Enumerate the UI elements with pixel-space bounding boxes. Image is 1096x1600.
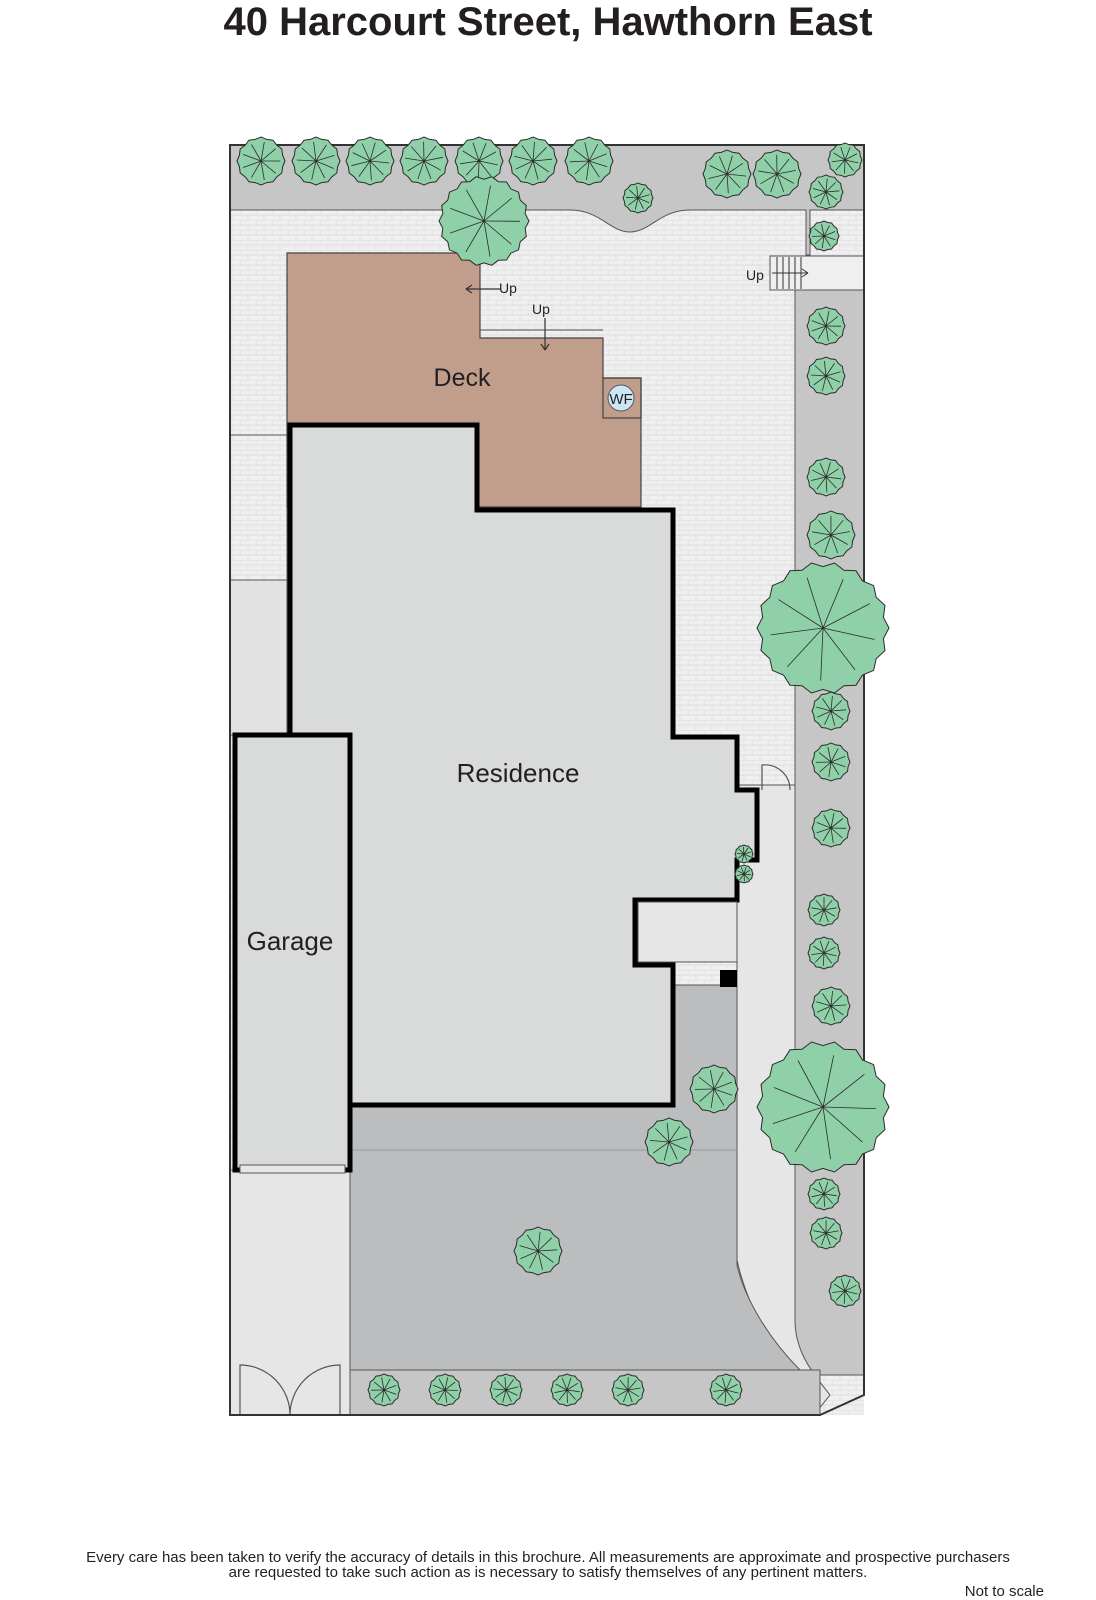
- tree-icon: [564, 136, 614, 186]
- disclaimer-line-2: are requested to take such action as is …: [228, 1564, 868, 1581]
- tree-icon: [709, 1373, 743, 1407]
- tree-icon: [734, 844, 754, 864]
- side-stairs: [772, 257, 809, 289]
- tree-icon: [399, 136, 449, 186]
- tree-icon: [806, 457, 846, 497]
- left-walkway-upper: [229, 434, 288, 581]
- tree-icon: [345, 136, 395, 186]
- front-garden-bed: [349, 1369, 821, 1416]
- tree-icon: [438, 176, 530, 266]
- site-boundary: [229, 144, 865, 1416]
- page-title: 40 Harcourt Street, Hawthorn East: [223, 0, 873, 44]
- deck-step-arrow-1: [465, 284, 500, 294]
- tree-icon: [489, 1373, 523, 1407]
- side-door: [761, 764, 791, 791]
- garage-label: Garage: [247, 926, 334, 956]
- tree-icon: [811, 986, 851, 1026]
- wf-box: [602, 377, 642, 419]
- trees-group: [236, 136, 890, 1407]
- tree-icon: [827, 142, 863, 178]
- tree-icon: [622, 182, 654, 214]
- meter-box: [720, 970, 737, 987]
- tree-icon: [291, 136, 341, 186]
- tree-icon: [811, 691, 851, 731]
- tree-icon: [644, 1117, 694, 1167]
- tree-icon: [508, 136, 558, 186]
- wf-label: WF: [609, 391, 632, 408]
- up-label-deck-1: Up: [499, 280, 517, 296]
- not-to-scale-note: Not to scale: [964, 1583, 1044, 1600]
- tree-icon: [806, 356, 846, 396]
- tree-icon: [734, 864, 754, 884]
- tree-icon: [513, 1226, 563, 1276]
- garage-building: [232, 732, 353, 1173]
- deck-label: Deck: [434, 364, 491, 392]
- tree-icon: [811, 742, 851, 782]
- tree-icon: [808, 220, 840, 252]
- tree-icon: [236, 136, 286, 186]
- front-yard: [349, 984, 802, 1371]
- wf-icon: [607, 384, 635, 412]
- tree-icon: [550, 1373, 584, 1407]
- porch: [637, 901, 738, 963]
- deck-step-arrow-2: [540, 318, 550, 351]
- tree-icon: [367, 1373, 401, 1407]
- up-label-deck-2: Up: [532, 301, 550, 317]
- tree-icon: [807, 936, 841, 970]
- tree-icon: [454, 136, 504, 186]
- disclaimer-line-1: Every care has been taken to verify the …: [86, 1549, 1010, 1566]
- up-label-side: Up: [746, 267, 764, 283]
- tree-icon: [756, 1041, 890, 1173]
- tree-icon: [806, 306, 846, 346]
- tree-icon: [689, 1064, 739, 1114]
- garage-apron: [229, 1169, 351, 1416]
- tree-icon: [811, 808, 851, 848]
- tree-icon: [828, 1274, 862, 1308]
- tree-icon: [807, 893, 841, 927]
- tree-icon: [702, 149, 752, 199]
- tree-icon: [428, 1373, 462, 1407]
- tree-icon: [752, 149, 802, 199]
- tree-icon: [756, 562, 890, 694]
- garage-gate: [239, 1364, 341, 1416]
- tree-icon: [808, 174, 844, 210]
- disclaimer: Every care has been taken to verify the …: [0, 1550, 1096, 1580]
- residence-label: Residence: [457, 758, 580, 788]
- tree-icon: [807, 1177, 841, 1211]
- garage-door: [239, 1164, 346, 1174]
- tree-icon: [611, 1373, 645, 1407]
- tree-icon: [806, 510, 856, 560]
- tree-icon: [809, 1216, 843, 1250]
